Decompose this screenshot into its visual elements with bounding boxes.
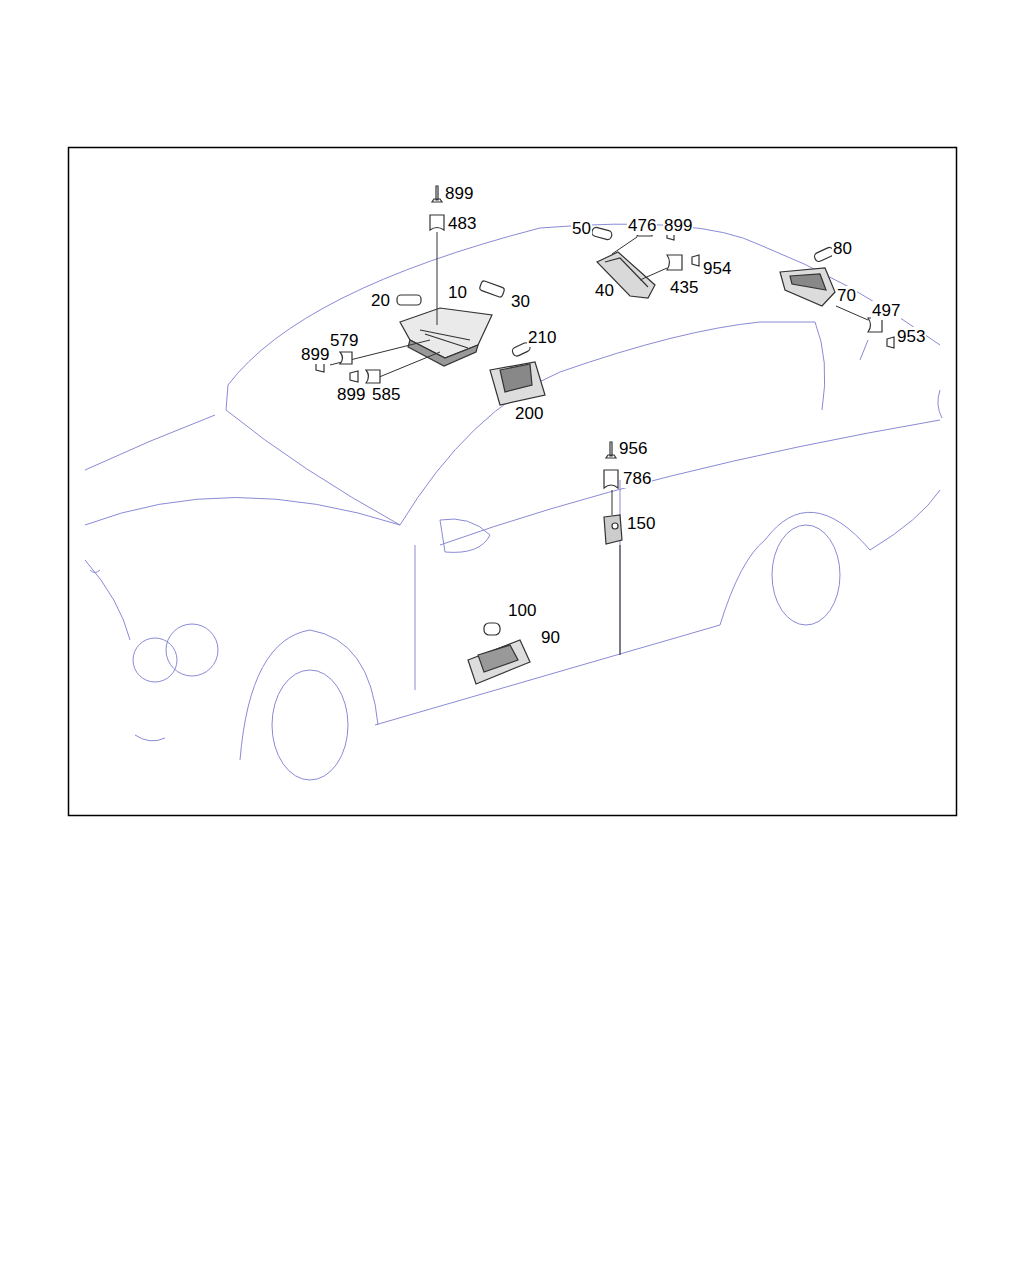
callout-number: 30 (510, 292, 531, 311)
car-outline (85, 224, 942, 780)
callout-number: 497 (871, 301, 901, 320)
callout-number: 899 (300, 345, 330, 364)
callout-number: 585 (371, 385, 401, 404)
callout-number: 210 (527, 328, 557, 347)
callout-number: 579 (329, 331, 359, 350)
callout-number: 435 (669, 278, 699, 297)
lamp-parts (397, 227, 835, 684)
callout-number: 956 (618, 439, 648, 458)
callout-number: 10 (447, 283, 468, 302)
leader-lines (330, 232, 868, 655)
callout-number: 899 (336, 385, 366, 404)
callout-number: 20 (370, 291, 391, 310)
callout-number: 483 (447, 214, 477, 233)
callout-number: 100 (507, 601, 537, 620)
callout-number: 50 (571, 219, 592, 238)
callout-number: 40 (594, 281, 615, 300)
callout-number: 954 (702, 259, 732, 278)
callout-number: 150 (626, 514, 656, 533)
callout-number: 899 (444, 184, 474, 203)
callout-number: 70 (836, 286, 857, 305)
callout-number: 90 (540, 628, 561, 647)
callout-number: 476 (627, 216, 657, 235)
callout-number: 953 (896, 327, 926, 346)
connector-symbols (316, 186, 894, 488)
callout-number: 899 (663, 216, 693, 235)
callout-number: 80 (832, 239, 853, 258)
callout-number: 786 (622, 469, 652, 488)
callout-number: 200 (514, 404, 544, 423)
